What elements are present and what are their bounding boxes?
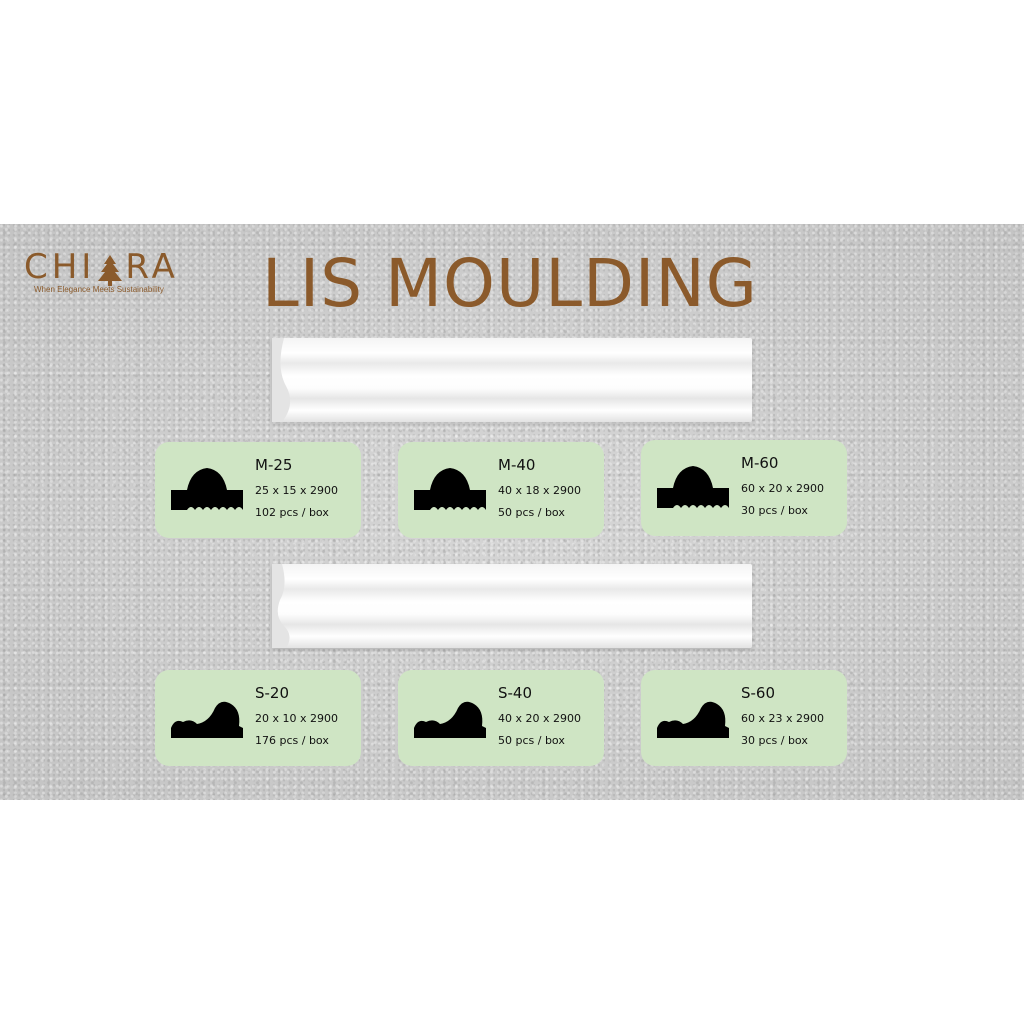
brand-name-right: RA [125,247,179,287]
product-code: S-40 [498,684,533,702]
brand-wordmark: CHI RA [24,247,194,287]
product-quantity: 30 pcs / box [741,734,808,747]
moulding-end-m [272,338,291,422]
moulding-image-s [272,564,752,648]
product-dimensions: 40 x 20 x 2900 [498,712,581,725]
product-dimensions: 20 x 10 x 2900 [255,712,338,725]
product-code: M-25 [255,456,293,474]
product-code: M-40 [498,456,536,474]
profile-s-icon [414,701,486,738]
profile-s-icon [171,701,243,738]
product-dimensions: 25 x 15 x 2900 [255,484,338,497]
profile-s-icon [657,701,729,738]
product-code: M-60 [741,454,779,472]
product-card-s-40: S-40 40 x 20 x 2900 50 pcs / box [398,670,604,766]
product-quantity: 102 pcs / box [255,506,329,519]
brand-name-left: CHI [24,247,96,287]
product-dimensions: 60 x 23 x 2900 [741,712,824,725]
product-quantity: 30 pcs / box [741,504,808,517]
product-quantity: 176 pcs / box [255,734,329,747]
product-card-s-60: S-60 60 x 23 x 2900 30 pcs / box [641,670,847,766]
profile-m-icon [657,466,729,508]
brand-tagline: When Elegance Meets Sustainability [34,285,164,294]
product-dimensions: 40 x 18 x 2900 [498,484,581,497]
brand-logo: CHI RA When Elegance Meets Sustainabilit… [24,247,194,294]
product-code: S-20 [255,684,290,702]
product-dimensions: 60 x 20 x 2900 [741,482,824,495]
tree-icon [98,255,123,286]
product-card-m-25: M-25 25 x 15 x 2900 102 pcs / box [155,442,361,538]
product-card-s-20: S-20 20 x 10 x 2900 176 pcs / box [155,670,361,766]
moulding-end-s [272,564,290,648]
page-title: LIS MOULDING [262,245,758,322]
product-quantity: 50 pcs / box [498,734,565,747]
product-card-m-40: M-40 40 x 18 x 2900 50 pcs / box [398,442,604,538]
profile-m-icon [414,468,486,510]
product-code: S-60 [741,684,776,702]
moulding-image-m [272,338,752,422]
profile-m-icon [171,468,243,510]
product-quantity: 50 pcs / box [498,506,565,519]
product-card-m-60: M-60 60 x 20 x 2900 30 pcs / box [641,440,847,536]
